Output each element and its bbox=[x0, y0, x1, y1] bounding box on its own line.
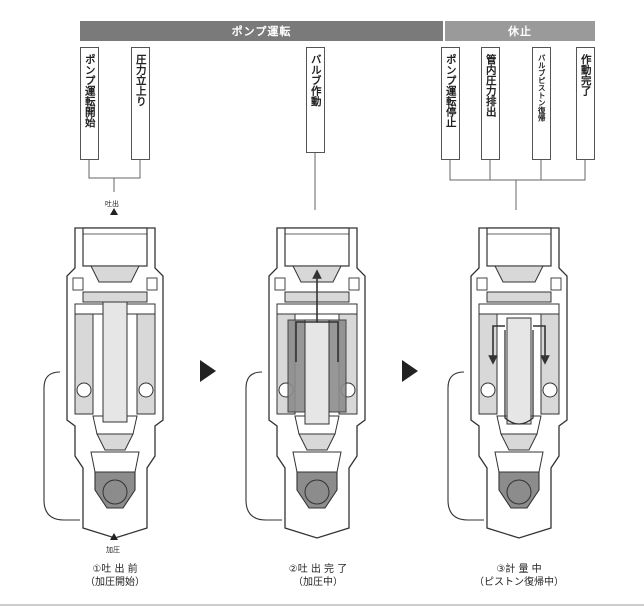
label-text: 管内圧力排出 bbox=[484, 54, 497, 117]
flow-path bbox=[317, 321, 339, 362]
phase-stopped-label: 休止 bbox=[508, 25, 532, 38]
flow-path bbox=[533, 325, 550, 365]
step-arrow-icon-2 bbox=[402, 360, 418, 382]
pressurize-arrow-icon bbox=[110, 533, 118, 540]
caption-line2: （ピストン復帰中） bbox=[474, 577, 564, 588]
label-text: ポンプ運転開始 bbox=[83, 54, 96, 128]
caption-line1: ①吐 出 前 bbox=[92, 564, 138, 575]
phase-bar-stopped: 休止 bbox=[445, 21, 595, 41]
step-arrow-icon-1 bbox=[200, 360, 216, 382]
caption-line1: ②吐 出 完 了 bbox=[288, 564, 348, 575]
label-pressure-rise: 圧力立上り bbox=[131, 47, 150, 160]
caption-before-discharge: ①吐 出 前 （加圧開始） bbox=[65, 563, 165, 589]
flow-path bbox=[295, 269, 322, 362]
valve-metering bbox=[447, 227, 568, 539]
label-text: 圧力立上り bbox=[134, 54, 147, 107]
valve-discharge-complete bbox=[245, 227, 366, 539]
caption-line1: ③計 量 中 bbox=[496, 564, 542, 575]
pressurize-marker-label: 加圧 bbox=[106, 546, 120, 554]
discharge-arrow-icon bbox=[110, 208, 118, 215]
label-text: 作動完了 bbox=[579, 54, 592, 96]
caption-discharge-complete: ②吐 出 完 了 （加圧中） bbox=[263, 563, 373, 589]
label-text: ポンプ運転停止 bbox=[444, 54, 457, 128]
label-text: バルブ作動 bbox=[309, 54, 322, 107]
phase-running-label: ポンプ運転 bbox=[231, 25, 292, 38]
label-text: バルブピストン復帰 bbox=[537, 54, 547, 122]
caption-line2: （加圧開始） bbox=[85, 577, 145, 588]
label-pump-stop: ポンプ運転停止 bbox=[441, 47, 460, 160]
label-operation-complete: 作動完了 bbox=[576, 47, 595, 160]
phase-bar-running: ポンプ運転 bbox=[80, 21, 443, 41]
caption-metering: ③計 量 中 （ピストン復帰中） bbox=[459, 563, 579, 589]
label-pipe-pressure-release: 管内圧力排出 bbox=[481, 47, 500, 160]
valve-before-discharge bbox=[43, 227, 164, 539]
bracket-right bbox=[449, 160, 586, 210]
bracket-left bbox=[88, 160, 141, 192]
flow-path bbox=[504, 330, 534, 425]
caption-line2: （加圧中） bbox=[293, 577, 343, 588]
label-pump-start: ポンプ運転開始 bbox=[80, 47, 99, 160]
flow-path bbox=[488, 325, 505, 365]
label-valve-operation: バルブ作動 bbox=[306, 47, 325, 153]
discharge-marker-label: 吐出 bbox=[105, 200, 119, 208]
label-piston-return: バルブピストン復帰 bbox=[532, 47, 551, 160]
